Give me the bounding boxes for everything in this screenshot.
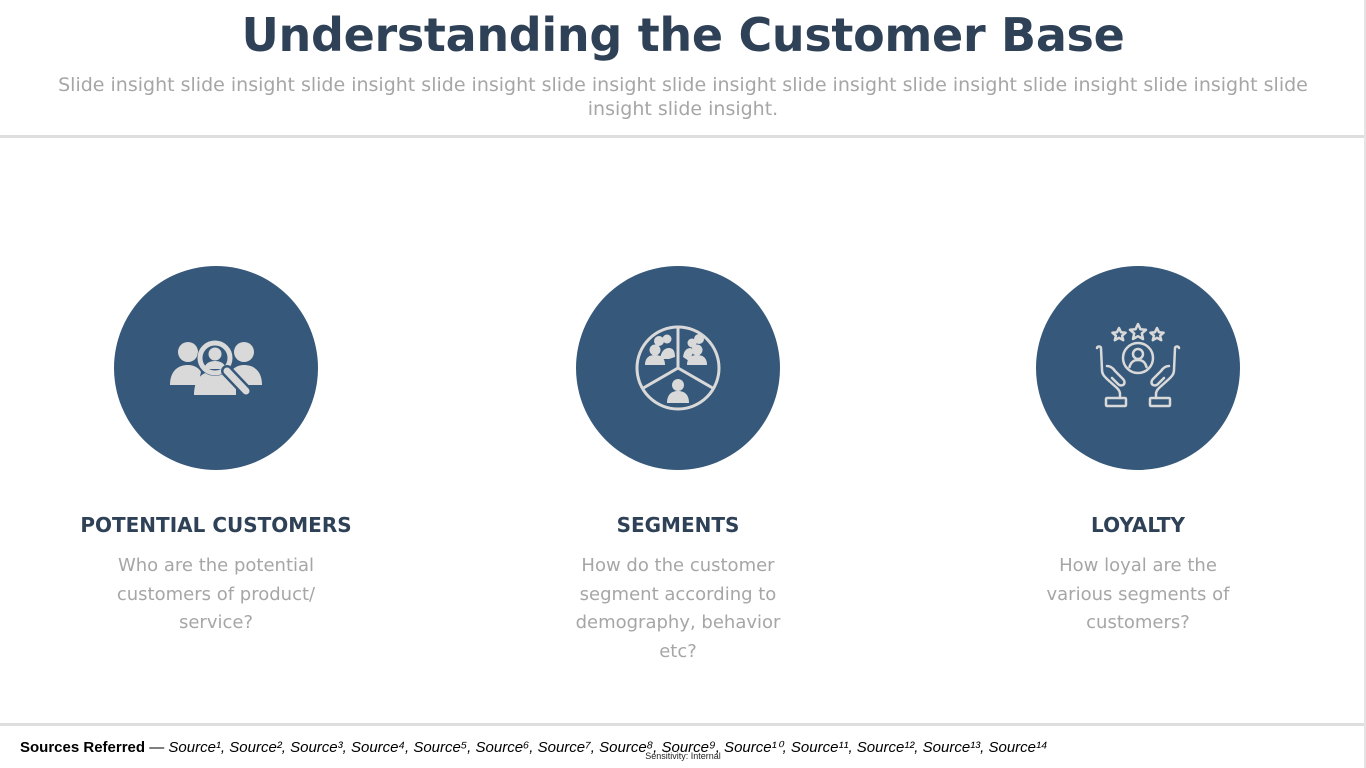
page-subtitle: Slide insight slide insight slide insigh…	[58, 74, 1308, 120]
sources-list: Source¹, Source², Source³, Source⁴, Sour…	[168, 739, 1048, 756]
sources-footnote: Sources Referred — Source¹, Source², Sou…	[20, 738, 1048, 758]
potential-customers-column: POTENTIAL CUSTOMERS Who are the potentia…	[61, 266, 371, 638]
column-description: Who are the potential customers of produ…	[116, 555, 316, 633]
icon-circle	[576, 266, 780, 470]
header-divider	[0, 135, 1364, 138]
column-description: How loyal are the various segments of cu…	[1046, 555, 1230, 633]
column-heading: LOYALTY	[1091, 513, 1185, 537]
segments-column: SEGMENTS How do the customer segment acc…	[523, 266, 833, 666]
footer-divider	[0, 723, 1364, 726]
hands-holding-user-stars-icon	[1095, 322, 1181, 408]
column-description: How do the customer segment according to…	[575, 555, 781, 662]
column-heading: POTENTIAL CUSTOMERS	[80, 513, 352, 537]
customer-search-icon	[170, 340, 262, 397]
slide-edge	[1364, 0, 1366, 768]
page-title: Understanding the Customer Base	[241, 8, 1125, 62]
loyalty-column: LOYALTY How loyal are the various segmen…	[983, 266, 1293, 638]
sensitivity-label: Sensitivity: Internal	[645, 751, 721, 761]
segmented-pie-people-icon	[635, 325, 721, 411]
sources-label: Sources Referred	[20, 739, 146, 756]
icon-circle	[1036, 266, 1240, 470]
icon-circle	[114, 266, 318, 470]
column-heading: SEGMENTS	[616, 513, 740, 537]
sources-separator: —	[149, 739, 169, 756]
